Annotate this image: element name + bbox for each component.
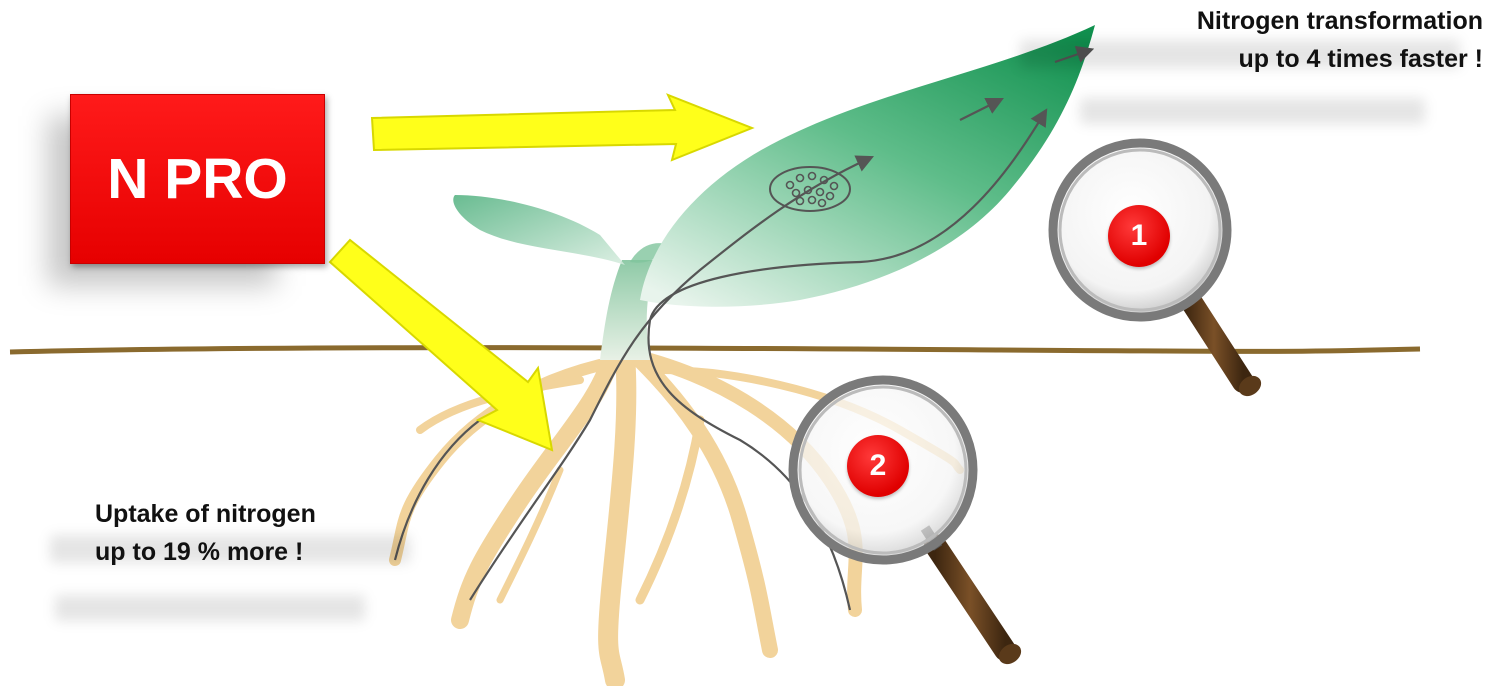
magnifier-icon — [1053, 143, 1265, 400]
small-leaf-left — [453, 195, 625, 265]
callout-transformation: Nitrogen transformation up to 4 times fa… — [1197, 2, 1483, 78]
callout-uptake: Uptake of nitrogen up to 19 % more ! — [95, 495, 316, 571]
callout-uptake-line2: up to 19 % more ! — [95, 533, 316, 571]
callout-transformation-line1: Nitrogen transformation — [1197, 2, 1483, 40]
marker-badge-2: 2 — [847, 435, 909, 497]
caption-top-reflection-2 — [1080, 98, 1425, 124]
callout-transformation-line2: up to 4 times faster ! — [1197, 40, 1483, 78]
arrow-right-icon — [372, 95, 752, 160]
product-box: N PRO — [70, 94, 325, 264]
product-label: N PRO — [107, 146, 288, 212]
caption-bottom-reflection-2 — [55, 595, 365, 621]
magnifier-icon — [793, 380, 1025, 668]
marker-badge-1: 1 — [1108, 205, 1170, 267]
callout-uptake-line1: Uptake of nitrogen — [95, 495, 316, 533]
